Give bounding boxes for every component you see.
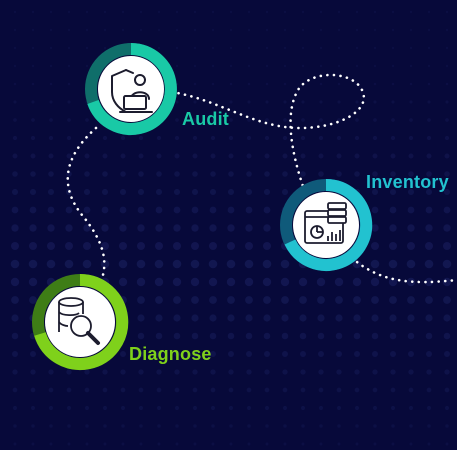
inventory-label: Inventory — [366, 172, 449, 192]
diagnose-node[interactable] — [32, 273, 129, 370]
shield-user-laptop-icon — [111, 69, 153, 113]
inventory-node[interactable] — [280, 178, 373, 271]
dotted-path-audit-to-inventory — [170, 73, 366, 194]
audit-label: Audit — [182, 109, 229, 129]
server-dashboard-icon — [304, 202, 347, 244]
dotted-path-inventory-to-offscreen — [350, 256, 457, 284]
diagnose-label: Diagnose — [129, 344, 212, 364]
background-dot-pattern — [10, 10, 452, 446]
database-magnifier-icon — [58, 297, 100, 345]
dotted-path-audit-to-diagnose — [66, 126, 106, 290]
audit-node[interactable] — [85, 43, 177, 135]
